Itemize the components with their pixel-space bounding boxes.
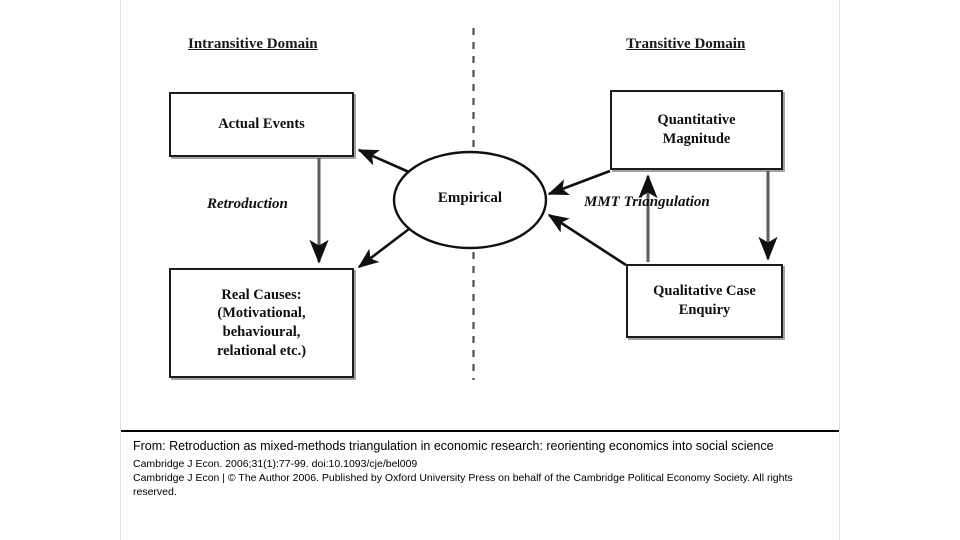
node-real-causes: Real Causes: (Motivational, behavioural,… [169,268,354,378]
caption-block: From: Retroduction as mixed-methods tria… [121,432,839,500]
edge-qual-enquiry-to-empirical [547,213,627,267]
transitive-domain-title: Transitive Domain [626,36,746,52]
slide-canvas: Intransitive Domain Transitive Domain Ac… [120,0,840,540]
edge-quant-magnitude-to-empirical [547,169,611,196]
node-actual-events: Actual Events [169,92,354,157]
edge-label-mmt-triangulation: MMT Triangulation [584,194,710,210]
edge-empirical-to-real-causes [357,227,410,269]
node-quantitative-magnitude: Quantitative Magnitude [610,90,783,170]
diagram-graphics [309,28,778,380]
figure-panel: Intransitive Domain Transitive Domain Ac… [121,0,839,432]
caption-title: From: Retroduction as mixed-methods tria… [133,439,774,453]
node-empirical-label: Empirical [437,190,503,206]
edge-label-retroduction: Retroduction [207,196,288,212]
empirical-ellipse [392,150,548,250]
node-qualitative-case-enquiry: Qualitative Case Enquiry [626,264,783,338]
caption-citation: Cambridge J Econ. 2006;31(1):77-99. doi:… [133,457,418,470]
edge-empirical-to-actual-events [357,148,410,174]
intransitive-domain-title: Intransitive Domain [188,36,318,52]
caption-rights: Cambridge J Econ | © The Author 2006. Pu… [133,471,793,499]
